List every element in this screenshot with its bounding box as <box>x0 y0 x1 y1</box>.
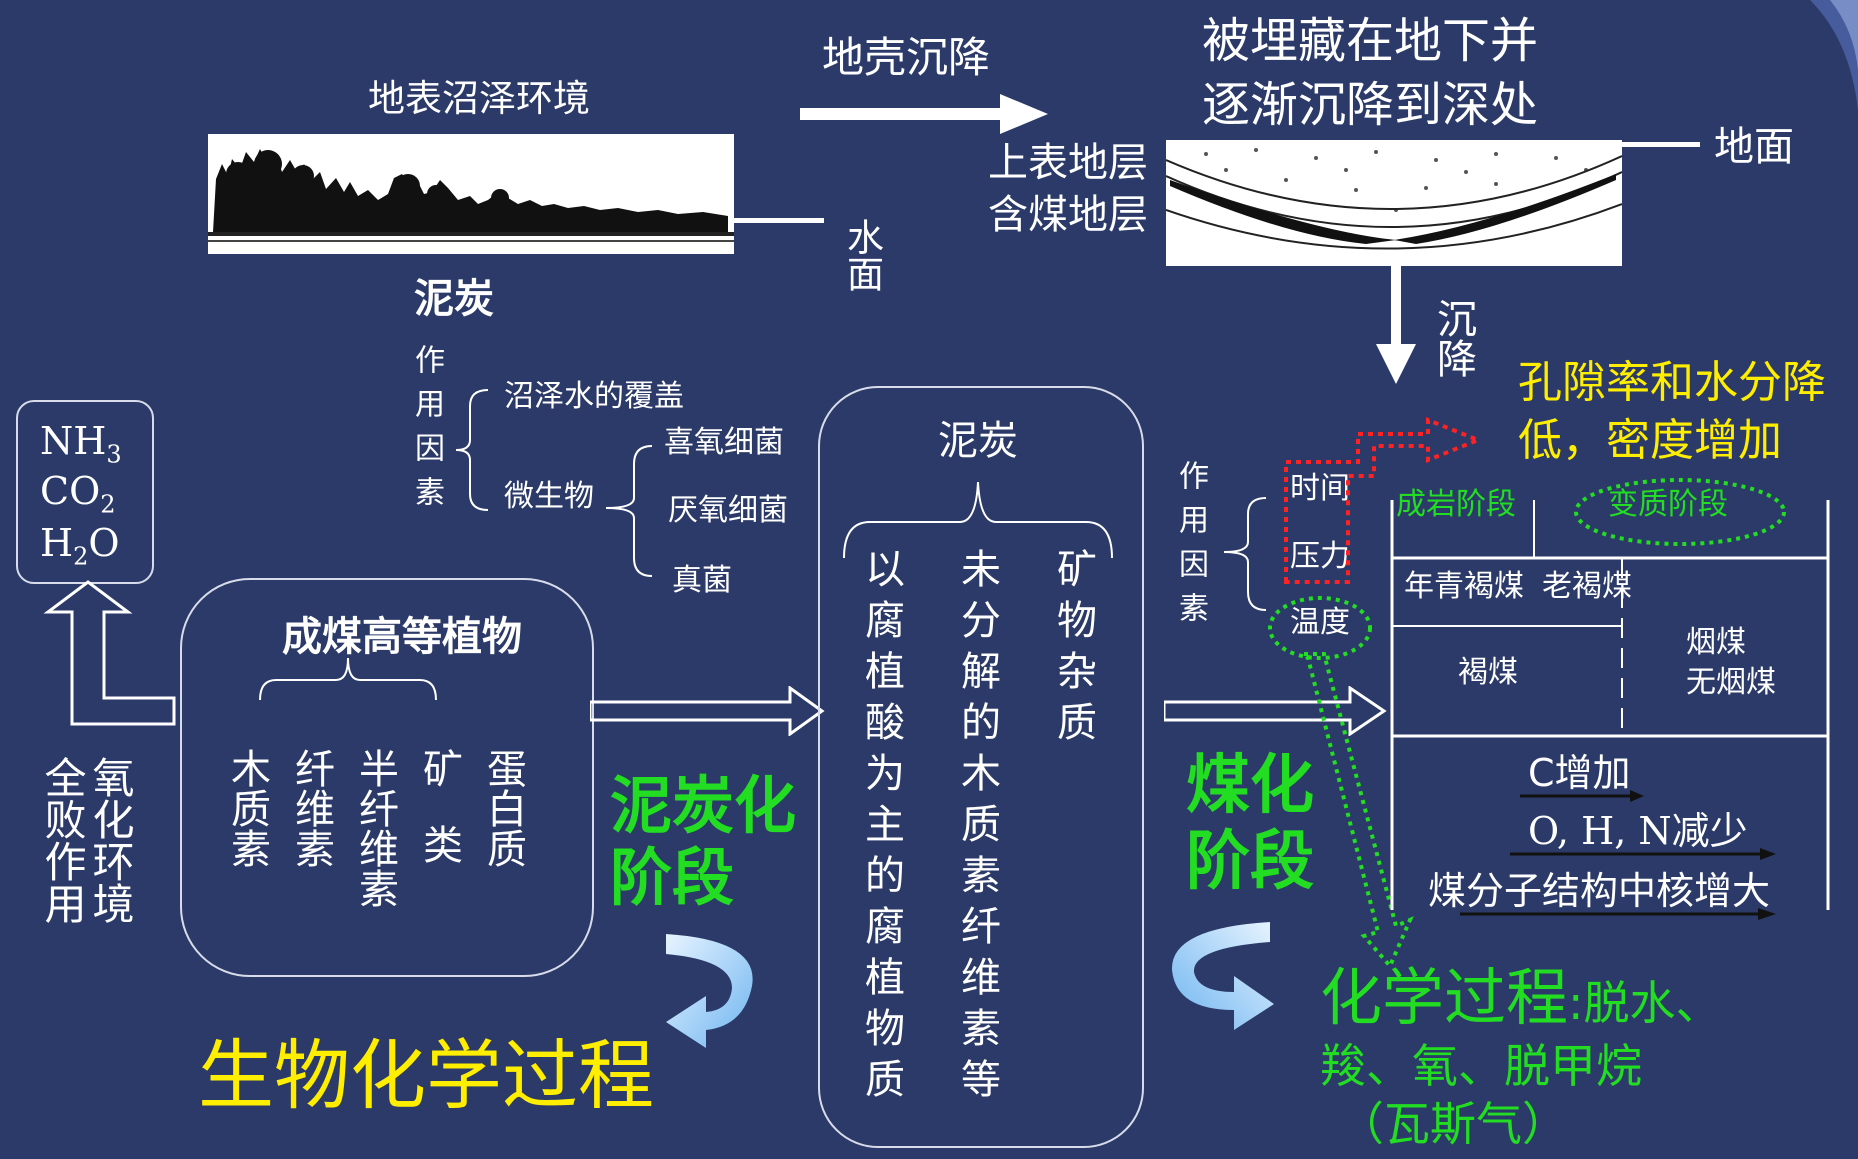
peat-component-minerals: 矿物杂质 <box>1050 548 1096 752</box>
peat-image-label: 泥炭 <box>414 276 494 322</box>
chemical-process-line3: （瓦斯气） <box>1338 1097 1568 1151</box>
swamp-environment-title: 地表沼泽环境 <box>368 77 590 120</box>
aerobic-bacteria: 喜氧细菌 <box>664 425 784 460</box>
peatification-stage-line1: 泥炭化 <box>610 769 797 842</box>
plants-box <box>180 578 594 977</box>
swamp-vegetation-image <box>208 134 734 254</box>
swamp-water-cover: 沼泽水的覆盖 <box>504 379 684 414</box>
plant-component-lignin: 木质素 <box>224 748 270 868</box>
left-env-col1: 全败作用 <box>38 756 87 924</box>
coal-rank-table-lines <box>1390 500 1830 910</box>
red-dotted-arrow <box>1284 417 1484 584</box>
peatification-stage-line2: 阶段 <box>610 841 735 914</box>
peat-brace <box>843 481 1113 559</box>
subsidence-down-arrow <box>1376 266 1416 384</box>
factor-pressure: 压力 <box>1290 539 1350 574</box>
chemical-process-title: 化学过程 <box>1320 961 1569 1034</box>
plants-title: 成煤高等植物 <box>282 614 522 660</box>
bituminous-coal: 烟煤 <box>1686 625 1746 660</box>
curved-arrow-2-icon <box>1171 922 1274 1030</box>
peat-box <box>818 386 1144 1148</box>
plant-component-protein: 蛋白质 <box>480 748 526 868</box>
peat-component-humic: 以腐植酸为主的腐植物质 <box>858 548 904 1109</box>
carbon-increase: C增加 <box>1528 751 1631 795</box>
anaerobic-bacteria: 厌氧细菌 <box>668 493 788 528</box>
ground-pointer-line <box>1616 142 1700 147</box>
nucleus-increase-arrow <box>1460 908 1776 920</box>
nucleus-increase: 煤分子结构中核增大 <box>1428 869 1771 913</box>
coalification-stage-line2: 阶段 <box>1186 825 1314 899</box>
old-brown-coal: 老褐煤 <box>1542 569 1632 604</box>
plant-component-minerals: 矿类 <box>416 748 462 900</box>
buried-text-line1: 被埋藏在地下并 <box>1202 13 1539 69</box>
strata-cross-section-image <box>1166 140 1622 266</box>
anthracite: 无烟煤 <box>1686 665 1776 700</box>
chemical-process-line2: 羧、氧、脱甲烷 <box>1320 1039 1642 1093</box>
metamorphic-highlight <box>1574 478 1786 546</box>
plant-component-cellulose: 纤维素 <box>288 748 334 868</box>
temperature-highlight <box>1268 596 1372 660</box>
gas-co2: CO2 <box>40 469 116 519</box>
curved-arrow-icon <box>666 934 753 1048</box>
oxidation-up-arrow <box>43 580 176 726</box>
crust-subsidence-label: 地壳沉降 <box>822 33 991 82</box>
factor-temperature: 温度 <box>1290 605 1350 640</box>
water-surface-pointer-line <box>734 218 824 223</box>
buried-text-line2: 逐渐沉降到深处 <box>1202 77 1539 133</box>
upper-layer-label: 上表地层 <box>988 140 1148 186</box>
plants-to-peat-arrow <box>590 686 825 736</box>
corner-swoosh <box>1810 0 1858 110</box>
lignite: 褐煤 <box>1458 655 1518 690</box>
microbes-brace <box>605 445 653 577</box>
microbes-label: 微生物 <box>504 479 594 514</box>
gas-nh3: NH3 <box>40 419 122 469</box>
fungi: 真菌 <box>672 563 732 598</box>
ohn-decrease-arrow <box>1510 848 1776 860</box>
left-env-col2: 氧化环境 <box>86 756 135 924</box>
carbon-increase-arrow <box>1520 790 1644 802</box>
water-surface-label: 水面 <box>840 218 884 292</box>
coal-bearing-layer-label: 含煤地层 <box>988 192 1148 238</box>
peat-component-undecomposed: 未分解的木质素纤维素等 <box>954 548 1000 1109</box>
porosity-note-line1: 孔隙率和水分降 <box>1518 357 1826 408</box>
plant-component-hemicellulose: 半纤维素 <box>352 748 398 908</box>
factors2-title: 作用因素 <box>1173 460 1208 636</box>
plants-brace <box>259 657 437 701</box>
peat-to-coal-arrow <box>1164 686 1387 736</box>
gas-h2o: H2O <box>40 521 120 571</box>
diagenesis-stage: 成岩阶段 <box>1396 487 1516 522</box>
young-brown-coal: 年青褐煤 <box>1404 569 1524 604</box>
metamorphic-stage: 变质阶段 <box>1608 487 1728 522</box>
factors1-brace <box>455 389 489 511</box>
factors2-brace <box>1223 497 1267 611</box>
factor-time: 时间 <box>1290 471 1350 506</box>
subsidence-down-label: 沉降 <box>1430 298 1476 378</box>
peat-box-title: 泥炭 <box>938 418 1018 464</box>
porosity-note-line2: 低，密度增加 <box>1518 415 1782 466</box>
ground-label: 地面 <box>1714 124 1794 170</box>
chemical-process-line1: 化学过程:脱水、 <box>1320 962 1722 1033</box>
crust-subsidence-arrow <box>800 94 1048 134</box>
coalification-stage-line1: 煤化 <box>1186 749 1314 823</box>
chemical-process-detail: :脱水、 <box>1568 976 1722 1030</box>
factors1-title: 作用因素 <box>409 344 444 520</box>
biochemical-process-label: 生物化学过程 <box>198 1031 654 1120</box>
ohn-decrease: O, H, N减少 <box>1528 809 1748 853</box>
